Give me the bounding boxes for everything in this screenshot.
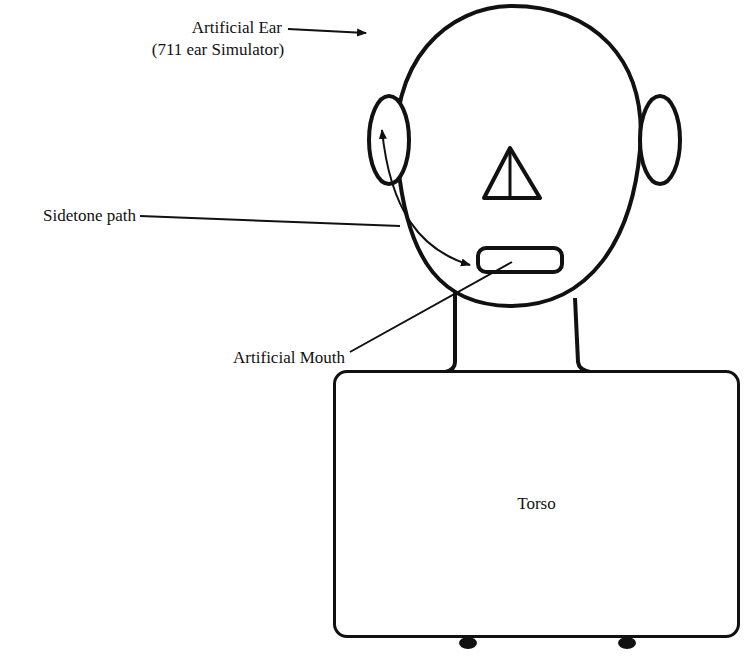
part-label: Sidetone path xyxy=(43,206,136,226)
nose xyxy=(484,148,540,198)
right-ear xyxy=(640,96,680,184)
sidetone-path xyxy=(382,130,470,265)
torso-box: Torso xyxy=(333,370,740,638)
part-label: Artificial Ear xyxy=(192,18,282,38)
part-label: Artificial Mouth xyxy=(233,348,345,368)
foot xyxy=(459,637,477,649)
leader-line xyxy=(288,29,366,33)
neck-left xyxy=(445,292,455,372)
foot xyxy=(618,637,636,649)
head-outline xyxy=(396,6,640,306)
part-label: (711 ear Simulator) xyxy=(152,40,285,60)
artificial-mouth xyxy=(478,248,562,272)
leader-line xyxy=(140,216,400,226)
leader-line xyxy=(350,262,512,352)
nose-ridge xyxy=(509,148,512,198)
node-text: Torso xyxy=(517,494,555,514)
neck-right xyxy=(575,298,590,372)
